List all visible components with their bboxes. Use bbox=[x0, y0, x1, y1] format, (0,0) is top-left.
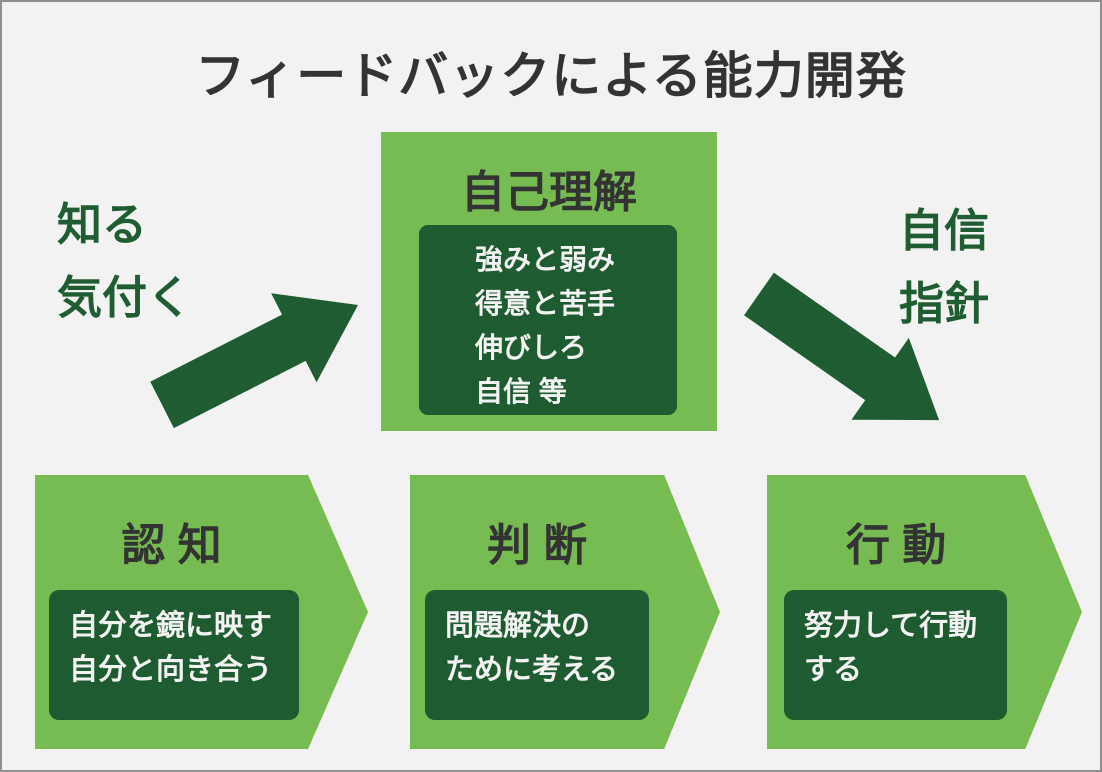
detail-item-2: 得意と苦手 bbox=[475, 288, 616, 319]
step-chevron-recognition: 認 知 自分を鏡に映す 自分と向き合う bbox=[35, 475, 368, 749]
left-annotation-line-1: 知る bbox=[57, 199, 148, 250]
self-understanding-title: 自己理解 bbox=[461, 168, 637, 217]
step-detail-judgement: 問題解決の ために考える bbox=[425, 590, 649, 720]
step-detail-line-2: する bbox=[804, 654, 863, 686]
self-understanding-box: 自己理解 強みと弱み 得意と苦手 伸びしろ 自信 等 bbox=[381, 132, 717, 431]
block-arrow-down-right-icon bbox=[743, 272, 940, 421]
step-title-recognition: 認 知 bbox=[121, 521, 222, 570]
page-title: フィードバックによる能力開発 bbox=[195, 48, 907, 104]
detail-item-4: 自信 等 bbox=[475, 376, 567, 407]
block-arrow-up-right-icon bbox=[150, 293, 359, 429]
detail-item-1: 強みと弱み bbox=[475, 244, 616, 275]
step-detail-line-1: 問題解決の bbox=[445, 610, 591, 642]
self-understanding-detail-panel: 強みと弱み 得意と苦手 伸びしろ 自信 等 bbox=[419, 225, 677, 415]
step-detail-line-2: ために考える bbox=[445, 654, 619, 686]
right-annotation-line-2: 指針 bbox=[899, 278, 990, 329]
left-annotation: 知る 気付く bbox=[57, 188, 192, 334]
step-title-judgement: 判 断 bbox=[486, 521, 588, 570]
step-detail-action: 努力して行動 する bbox=[784, 590, 1007, 720]
right-annotation-line-1: 自信 bbox=[899, 205, 990, 256]
step-detail-recognition: 自分を鏡に映す 自分と向き合う bbox=[49, 590, 299, 720]
step-detail-line-2: 自分と向き合う bbox=[69, 654, 273, 686]
step-title-action: 行 動 bbox=[846, 521, 947, 570]
detail-item-3: 伸びしろ bbox=[475, 332, 588, 363]
right-annotation: 自信 指針 bbox=[899, 194, 989, 340]
step-detail-line-1: 自分を鏡に映す bbox=[69, 610, 273, 642]
step-detail-line-1: 努力して行動 bbox=[804, 610, 978, 642]
step-chevron-action: 行 動 努力して行動 する bbox=[767, 475, 1082, 749]
left-annotation-line-2: 気付く bbox=[57, 272, 193, 323]
step-chevron-judgement: 判 断 問題解決の ために考える bbox=[410, 475, 720, 749]
